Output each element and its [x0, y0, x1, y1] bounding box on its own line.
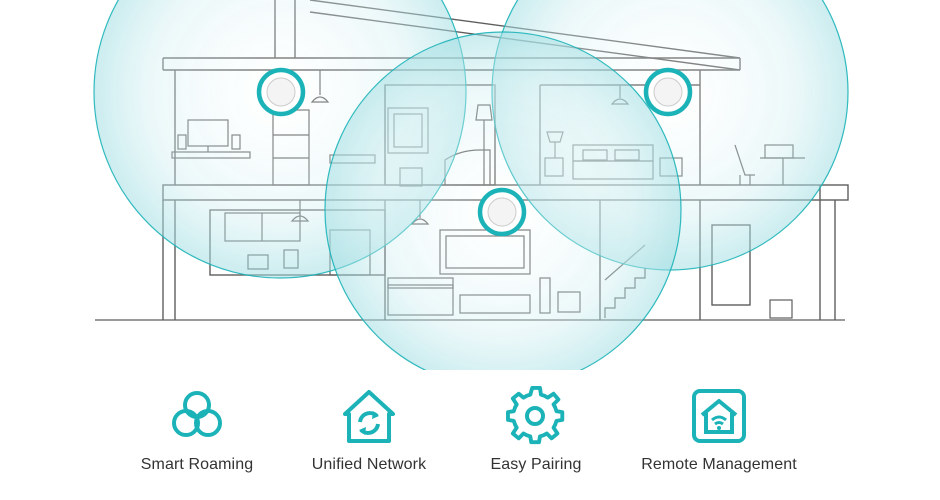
feature-remote-management: Remote Management [629, 380, 809, 474]
feature-smart-roaming: Smart Roaming [107, 380, 287, 474]
house-coverage-illustration [93, 0, 849, 370]
ap-right [643, 67, 693, 117]
feature-row: Smart Roaming Unified Network Easy Pairi… [0, 380, 940, 490]
feature-label: Unified Network [311, 456, 427, 473]
feature-label: Remote Management [641, 456, 797, 473]
easy-pairing-icon [506, 386, 565, 445]
smart-roaming-icon [172, 391, 222, 437]
ap-left [256, 67, 306, 117]
feature-label: Smart Roaming [140, 456, 254, 473]
coverage-zones [93, 0, 849, 370]
feature-label: Easy Pairing [490, 456, 582, 473]
feature-unified-network: Unified Network [279, 380, 459, 474]
ap-center [477, 187, 527, 237]
remote-management-icon [692, 389, 746, 443]
feature-easy-pairing: Easy Pairing [446, 380, 626, 474]
unified-network-icon [343, 390, 395, 443]
